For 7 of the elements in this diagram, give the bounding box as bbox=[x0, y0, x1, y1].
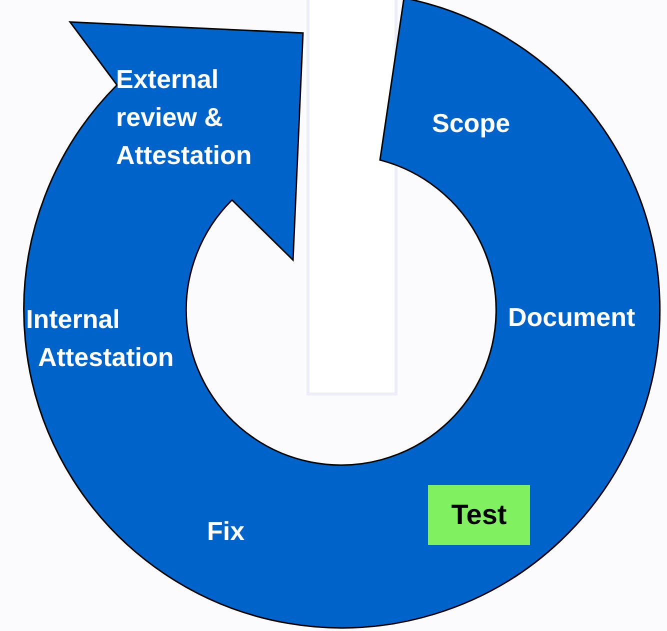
stage-label: Document bbox=[508, 301, 636, 334]
stage-label: Internal Attestation bbox=[26, 303, 175, 374]
stage-label: Scope bbox=[432, 107, 512, 140]
stage-label: Fix bbox=[207, 515, 246, 548]
highlight-box bbox=[428, 485, 530, 545]
stage-label: Test bbox=[451, 499, 507, 531]
stage-label: External review & Attestation bbox=[116, 63, 253, 172]
